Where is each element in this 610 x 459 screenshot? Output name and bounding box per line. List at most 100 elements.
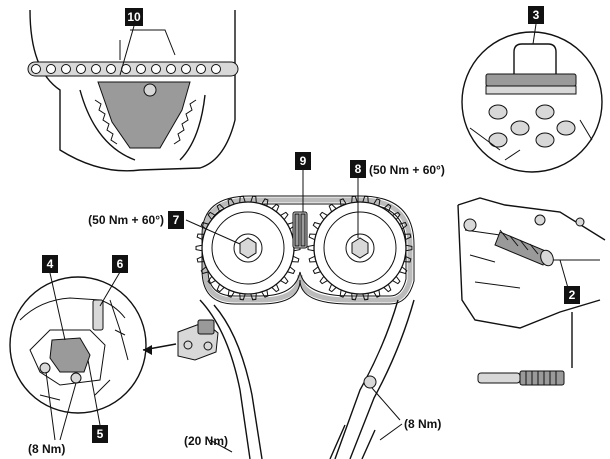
- sprocket-tooth: [271, 203, 280, 212]
- chain-roller: [46, 64, 56, 74]
- sprocket-tooth: [328, 203, 337, 212]
- svg-text:7: 7: [173, 213, 180, 227]
- sprocket-tooth: [280, 211, 289, 220]
- sprocket-tooth: [383, 203, 392, 212]
- locking-pin-loose: [477, 370, 565, 386]
- sprocket-tooth: [392, 276, 401, 285]
- sprocket-tooth: [196, 255, 205, 263]
- sprocket-tooth: [319, 276, 328, 285]
- sprocket-tooth: [271, 284, 280, 293]
- callout-6: 6: [112, 255, 128, 273]
- sprocket-tooth: [312, 266, 321, 275]
- svg-text:6: 6: [117, 257, 124, 271]
- chain-roller: [196, 64, 206, 74]
- sprocket-tooth: [195, 244, 203, 252]
- sprocket-tooth: [200, 266, 209, 275]
- chain-roller: [136, 64, 146, 74]
- cam-lobe: [535, 104, 555, 120]
- sprocket-tooth: [351, 195, 358, 203]
- camshaft-sprocket-left: [201, 201, 295, 295]
- cam-lobe: [488, 104, 508, 120]
- callout-8: 8: [350, 160, 366, 178]
- chain-roller: [106, 64, 116, 74]
- sprocket-tooth: [308, 233, 317, 241]
- inset-chain: [27, 61, 239, 77]
- camshaft-locking-bar: [485, 73, 577, 87]
- cam-lobe: [488, 132, 508, 148]
- callout-5: 5: [92, 425, 108, 443]
- sprocket-tooth: [280, 276, 289, 285]
- svg-text:2: 2: [569, 288, 576, 302]
- chain-roller: [166, 64, 176, 74]
- callout-4: 4: [42, 255, 58, 273]
- sprocket-tooth: [227, 198, 235, 207]
- svg-text:8: 8: [355, 162, 362, 176]
- chain-roller: [76, 64, 86, 74]
- svg-text:5: 5: [97, 427, 104, 441]
- guide-rail-right: [334, 299, 399, 459]
- torque-label-guide-bolt-right: (8 Nm): [404, 417, 441, 431]
- sprocket-tooth: [383, 284, 392, 293]
- sprocket-tooth: [291, 255, 300, 263]
- sprocket-tooth: [250, 195, 257, 203]
- inset-chain-tensioner: [9, 276, 219, 414]
- cam-lobe: [556, 120, 576, 136]
- torque-label-cam-right: (50 Nm + 60°): [369, 163, 445, 177]
- svg-text:4: 4: [47, 257, 54, 271]
- torque-label-guide-bolt-bottom: (20 Nm): [184, 434, 228, 448]
- main-timing-chain: [195, 195, 415, 459]
- tensioner-unit: [177, 319, 219, 361]
- callout-3: 3: [528, 6, 544, 24]
- sprocket-tooth: [405, 244, 413, 252]
- inset-camshaft-lock: [461, 31, 603, 173]
- camshaft-sprocket-right: [313, 201, 407, 295]
- callout-2: 2: [564, 286, 580, 304]
- callout-10: 10: [125, 8, 143, 26]
- locking-pin-installed: [494, 231, 549, 266]
- sprocket-tooth: [351, 293, 358, 301]
- tensioner-lock-pin: [92, 299, 104, 331]
- chain-locking-tool: [97, 81, 191, 149]
- sprocket-tooth: [216, 284, 225, 293]
- sprocket-tooth: [362, 195, 369, 203]
- sprocket-tooth: [403, 233, 412, 241]
- sprocket-tooth: [239, 195, 246, 203]
- sprocket-tooth: [200, 221, 209, 230]
- callout-9: 9: [295, 152, 311, 170]
- sprocket-tooth: [362, 293, 369, 301]
- sprocket-tooth: [312, 221, 321, 230]
- svg-text:9: 9: [300, 154, 307, 168]
- cam-lobe: [510, 120, 530, 136]
- svg-text:10: 10: [127, 10, 141, 24]
- sprocket-tooth: [308, 255, 317, 263]
- svg-text:3: 3: [533, 8, 540, 22]
- sprocket-tooth: [399, 266, 408, 275]
- sprocket-tooth: [373, 289, 381, 298]
- sprocket-tooth: [227, 289, 235, 298]
- torque-label-cam-left: (50 Nm + 60°): [88, 213, 164, 227]
- chain-roller: [91, 64, 101, 74]
- sprocket-tooth: [250, 293, 257, 301]
- sprocket-tooth: [373, 198, 381, 207]
- callout-7: 7: [168, 211, 184, 229]
- sprocket-tooth: [392, 211, 401, 220]
- chain-roller: [181, 64, 191, 74]
- sprocket-tooth: [307, 244, 315, 252]
- sprocket-tooth: [216, 203, 225, 212]
- sprocket-tooth: [196, 233, 205, 241]
- cam-lobe: [535, 132, 555, 148]
- sprocket-tooth: [239, 293, 246, 301]
- chain-roller: [211, 64, 221, 74]
- leader-lines: [45, 23, 573, 453]
- sprocket-tooth: [207, 276, 216, 285]
- sprocket-tooth: [261, 289, 269, 298]
- chain-roller: [61, 64, 71, 74]
- inset-crank-lock-pin: [457, 197, 606, 386]
- sprocket-tooth: [403, 255, 412, 263]
- timing-chain: [202, 197, 413, 303]
- tensioner-rail: [199, 299, 251, 459]
- sprocket-tooth: [261, 198, 269, 207]
- sprocket-tooth: [319, 211, 328, 220]
- sprocket-tooth: [287, 266, 296, 275]
- sprocket-tooth: [339, 289, 347, 298]
